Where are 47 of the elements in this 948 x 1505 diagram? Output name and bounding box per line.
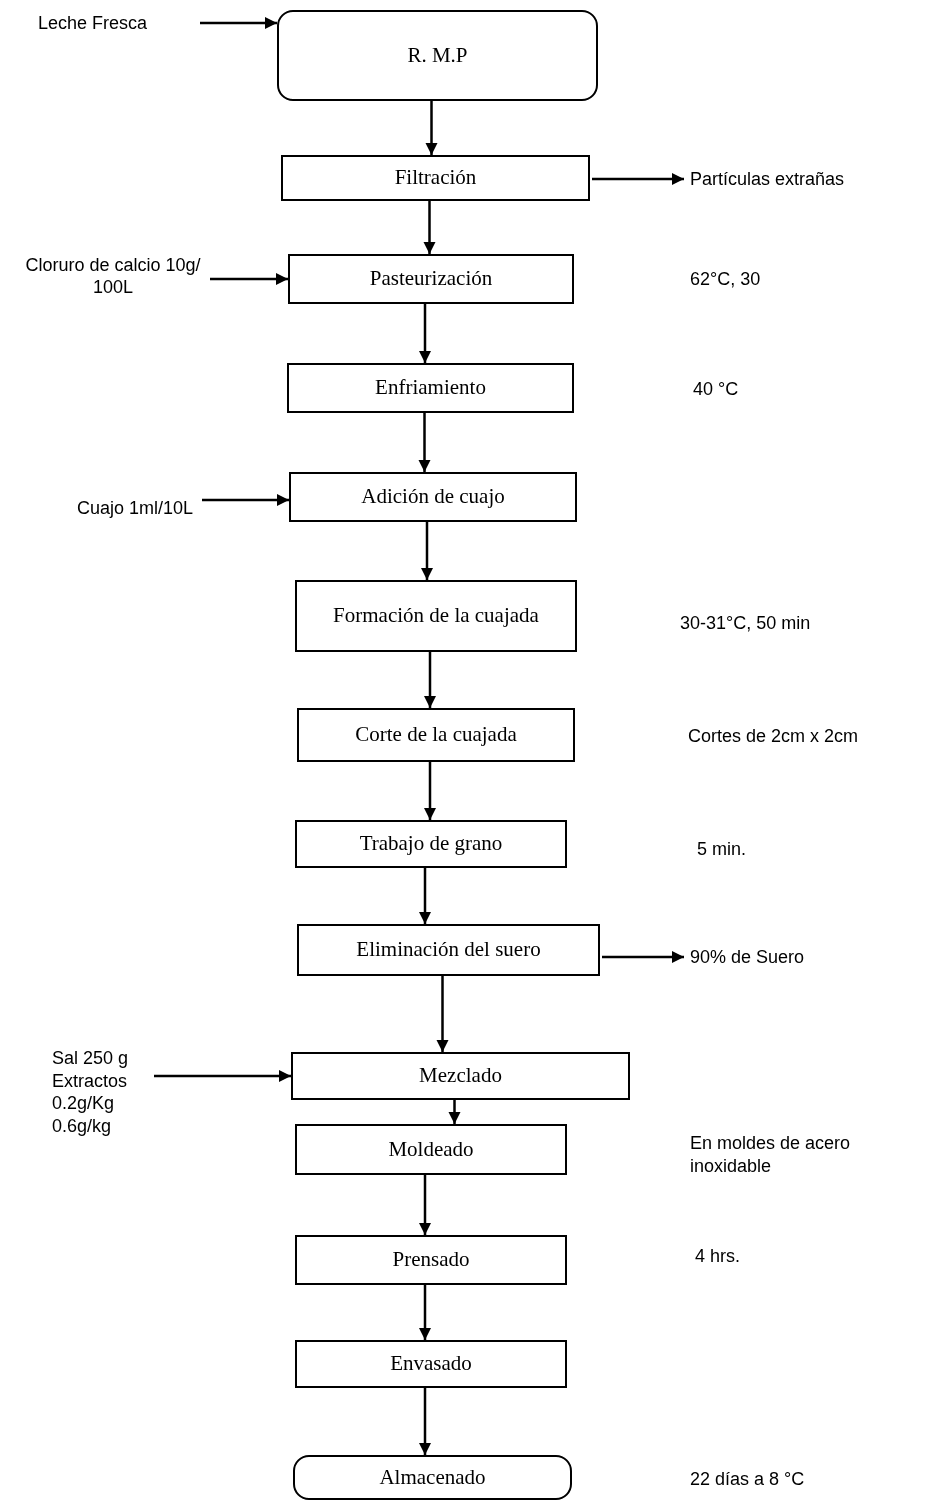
arrow [420,522,434,580]
process-note: 62°C, 30 [690,268,762,291]
process-box: Formación de la cuajada [295,580,577,652]
arrow [423,201,436,254]
annotation-text: Leche Fresca [38,10,198,36]
annotation-text: Partículas extrañas [690,166,940,192]
process-note: Cortes de 2cm x 2cm [688,725,860,748]
process-box: Filtración [281,155,590,201]
process-note: 5 min. [697,838,748,861]
arrow [200,16,277,30]
arrow [418,868,432,924]
terminal-box: Almacenado [293,1455,572,1500]
process-note: 22 días a 8 °C [690,1468,806,1491]
process-note: 30-31°C, 50 min [680,612,812,635]
arrow [154,1069,291,1083]
terminal-box: R. M.P [277,10,598,101]
process-note: 40 °C [693,378,740,401]
process-box: Enfriamiento [287,363,574,413]
process-box: Prensado [295,1235,567,1285]
arrow [425,101,438,155]
arrow [418,1285,432,1340]
arrow [423,652,437,708]
process-box: Eliminación del suero [297,924,600,976]
annotation-text: 90% de Suero [690,944,890,970]
arrow [210,272,288,286]
process-box: Trabajo de grano [295,820,567,868]
process-box: Moldeado [295,1124,567,1175]
arrow [202,493,289,507]
annotation-text: Cloruro de calcio 10g/ 100L [18,248,208,304]
process-box: Envasado [295,1340,567,1388]
arrow [592,172,684,186]
annotation-text: Sal 250 g Extractos 0.2g/Kg 0.6g/kg [52,1030,152,1154]
process-box: Mezclado [291,1052,630,1100]
arrow [602,950,684,964]
process-box: Corte de la cuajada [297,708,575,762]
arrow [418,413,431,472]
arrow [418,304,432,363]
process-note: 4 hrs. [695,1245,742,1268]
annotation-text: Cuajo 1ml/10L [70,478,200,538]
arrow [418,1175,432,1235]
arrow [448,1100,461,1124]
process-box: Adición de cuajo [289,472,577,522]
arrow [423,762,437,820]
process-note: En moldes de acero inoxidable [690,1132,852,1177]
process-box: Pasteurización [288,254,574,304]
arrow [436,976,449,1052]
arrow [418,1388,432,1455]
